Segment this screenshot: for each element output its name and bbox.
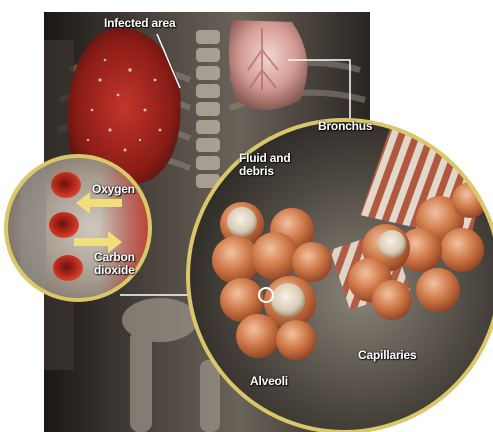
label-infected-area: Infected area	[104, 17, 175, 30]
healthy-lung	[229, 20, 308, 110]
label-carbon-line-2: dioxide	[94, 264, 135, 277]
label-oxygen: Oxygen	[92, 183, 135, 196]
label-bronchus: Bronchus	[318, 120, 372, 133]
label-alveoli: Alveoli	[250, 375, 288, 388]
label-fluid-and-debris: Fluid and debris	[239, 152, 291, 178]
label-carbon-dioxide: Carbon dioxide	[94, 251, 135, 277]
label-fluid-line-2: debris	[239, 165, 291, 178]
label-capillaries: Capillaries	[358, 349, 417, 362]
red-blood-cells	[49, 172, 83, 281]
